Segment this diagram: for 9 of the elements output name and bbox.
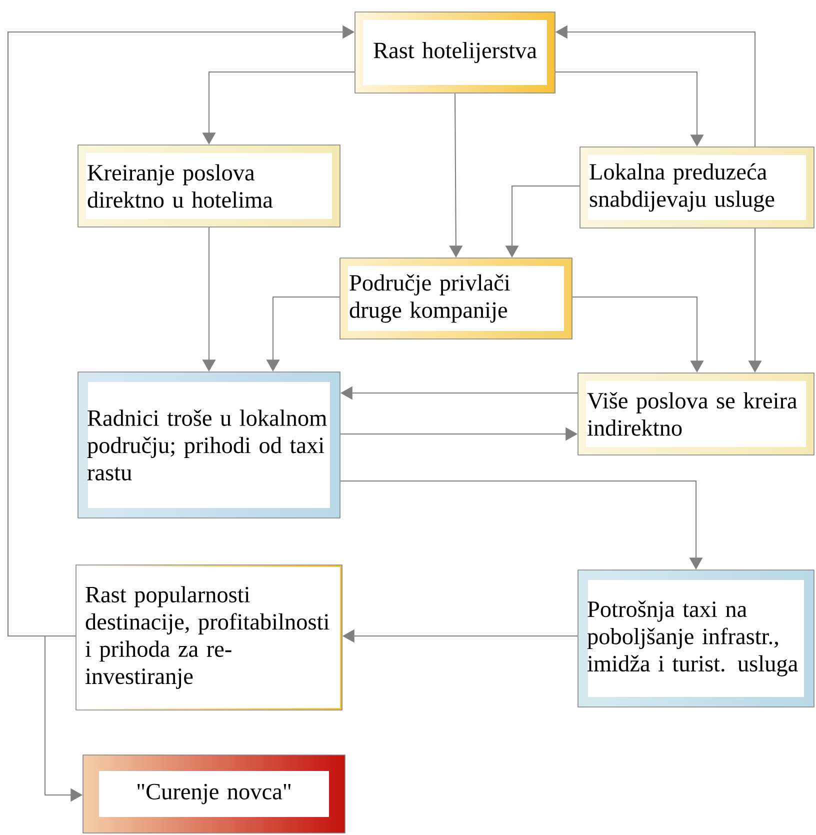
process-box: Radnici troše u lokalnom području; prihodi od taxi rastu bbox=[78, 372, 340, 518]
process-box: Lokalna preduzeća snabdijevaju usluge bbox=[580, 146, 814, 228]
process-box: Više poslova se kreira indirektno bbox=[578, 372, 814, 456]
process-box: "Curenje novca" bbox=[82, 754, 346, 834]
process-box: Rast popularnosti destinacije, profitabilnosti i prihoda za re-investiranje bbox=[76, 564, 342, 710]
process-box: Potrošnja taxi na poboljšanje infrastr., imidža i turist. usluga bbox=[578, 570, 814, 708]
process-box: Područje privlači druge kompanije bbox=[340, 258, 572, 340]
process-box: Rast hotelijerstva bbox=[354, 12, 556, 94]
process-box: Kreiranje poslova direktno u hotelima bbox=[78, 144, 340, 228]
